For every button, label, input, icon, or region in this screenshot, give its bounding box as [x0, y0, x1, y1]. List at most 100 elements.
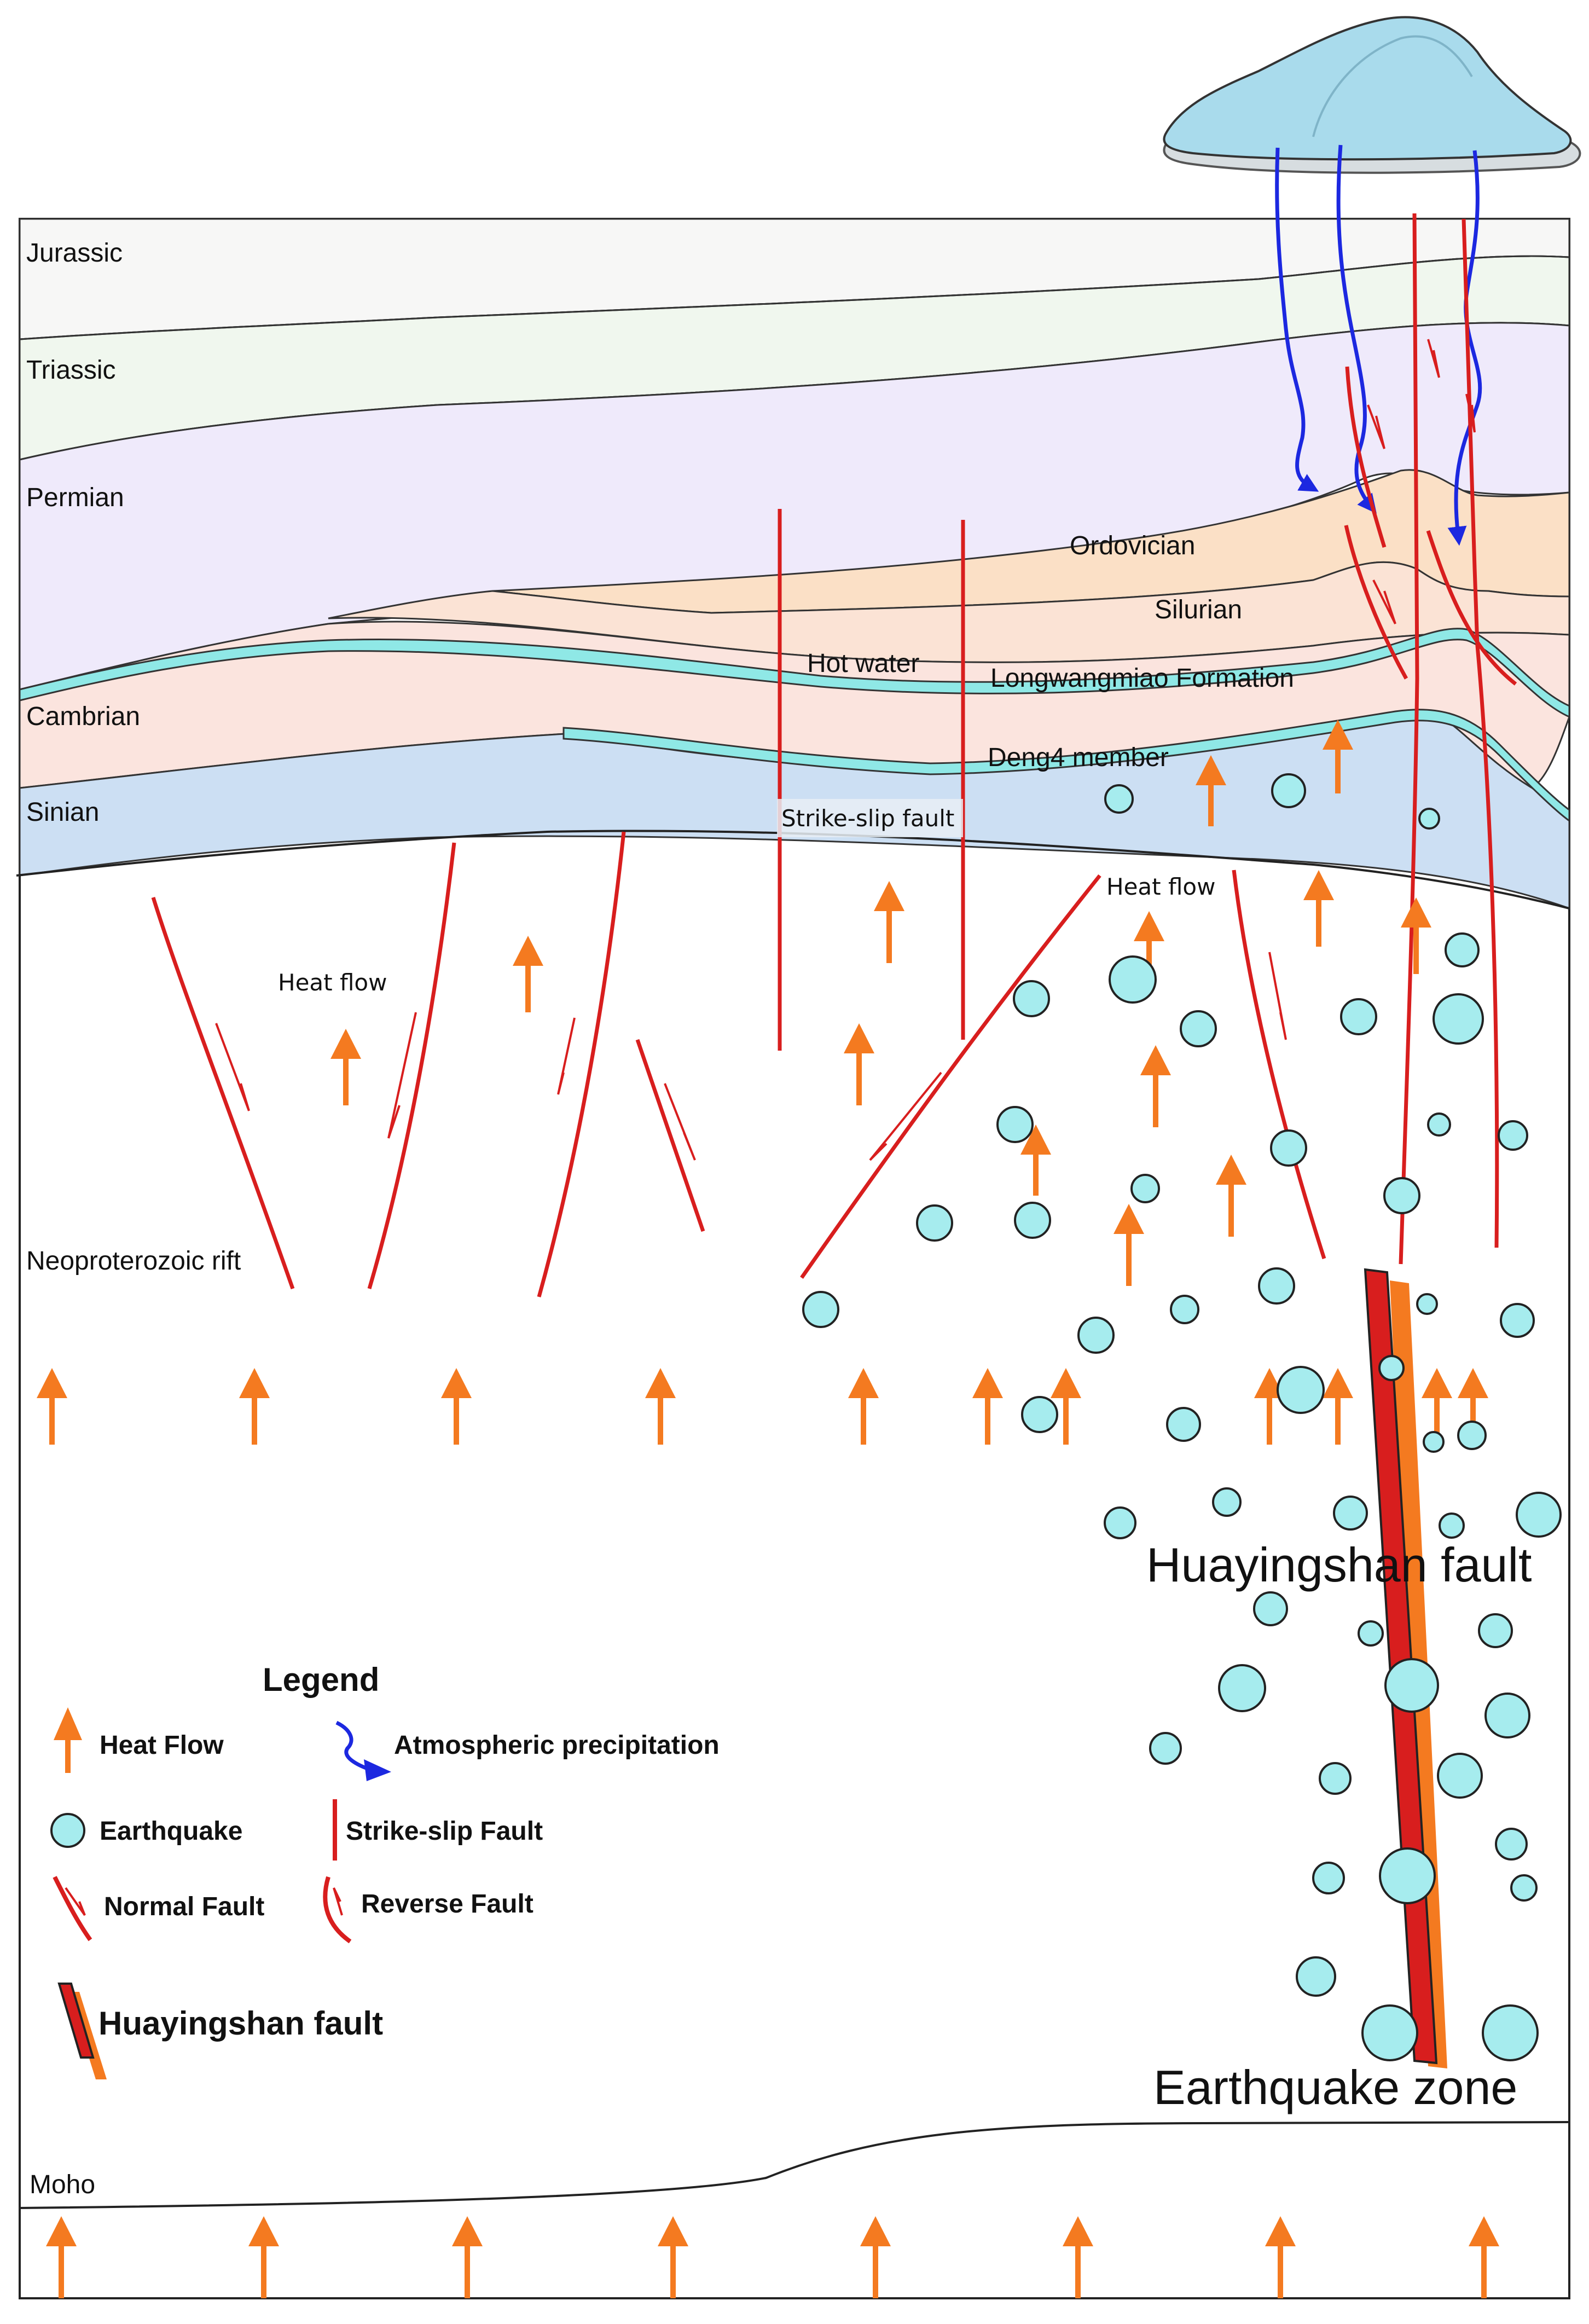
heat-flow-arrow	[1140, 1045, 1171, 1127]
heat-flow-arrows	[37, 720, 1499, 2298]
heat-flow-arrow	[37, 1368, 67, 1445]
earthquake-circle	[1433, 993, 1484, 1045]
earthquake-circle	[1104, 784, 1134, 814]
earthquake-circle	[916, 1204, 953, 1242]
legend: Legend Heat Flow Atmospheric precipitati…	[50, 1661, 720, 2079]
earthquake-circle	[1149, 1732, 1182, 1765]
longwangmiao-band	[19, 628, 1570, 718]
heat-flow-arrow	[1196, 755, 1226, 826]
label-cambrian: Cambrian	[26, 702, 140, 731]
legend-earthquake-label: Earthquake	[100, 1817, 242, 1846]
earthquake-circle	[1013, 980, 1050, 1017]
earthquake-circle	[1439, 1512, 1465, 1539]
earthquake-circle	[1457, 1421, 1487, 1450]
legend-precipitation-label: Atmospheric precipitation	[394, 1731, 720, 1760]
strike-slip-fault-line	[1399, 213, 1419, 1265]
earthquake-circles	[802, 773, 1562, 2061]
label-heat-flow-left: Heat flow	[278, 969, 387, 996]
legend-heat-flow-label: Heat Flow	[100, 1731, 224, 1760]
heat-flow-arrow	[1020, 1125, 1051, 1196]
label-jurassic: Jurassic	[26, 239, 123, 268]
earthquake-circle	[1358, 1620, 1384, 1647]
label-deng4: Deng4 member	[988, 743, 1169, 772]
earthquake-circle	[1384, 1658, 1439, 1713]
heat-flow-arrow	[46, 2216, 77, 2298]
label-strike-slip-fault: Strike-slip fault	[781, 805, 954, 832]
heat-flow-arrow	[848, 1368, 879, 1445]
heat-flow-arrow	[874, 881, 904, 963]
normal-fault-line	[151, 896, 295, 1290]
deng4-band	[562, 709, 1570, 822]
earthquake-circle	[1014, 1202, 1051, 1239]
heat-flow-arrow	[1303, 870, 1334, 947]
earthquake-circle	[1437, 1753, 1483, 1799]
earthquake-circle	[1180, 1010, 1217, 1047]
heat-flow-arrow	[441, 1368, 472, 1445]
normal-fault-slip-marks	[215, 952, 1287, 1161]
legend-precipitation-icon	[335, 1720, 391, 1781]
precipitation-arrow	[1336, 144, 1377, 514]
earthquake-circle	[1379, 1847, 1436, 1904]
label-earthquake-zone: Earthquake zone	[1153, 2060, 1517, 2114]
strike-slip-fault-line	[1426, 530, 1517, 686]
label-heat-flow-right: Heat flow	[1106, 873, 1215, 900]
heat-flow-arrow	[1401, 897, 1431, 974]
legend-huayingshan-label: Huayingshan fault	[98, 2005, 383, 2042]
heat-flow-arrow	[1114, 1204, 1144, 1286]
earthquake-circle	[1218, 1664, 1266, 1712]
legend-strike-slip-label: Strike-slip Fault	[346, 1817, 543, 1846]
earthquake-circle	[1416, 1293, 1438, 1315]
normal-fault-line	[537, 831, 626, 1297]
earthquake-circle	[1510, 1874, 1538, 1902]
label-huayingshan-fault: Huayingshan fault	[1146, 1538, 1532, 1592]
earthquake-circle	[1500, 1303, 1535, 1338]
heat-flow-arrow	[248, 2216, 279, 2298]
heat-flow-arrow	[1216, 1155, 1246, 1237]
earthquake-circle	[1212, 1487, 1242, 1517]
heat-flow-arrow	[1323, 1368, 1353, 1445]
heat-flow-arrow	[844, 1023, 874, 1105]
cloud-icon	[1163, 16, 1581, 174]
legend-title: Legend	[263, 1661, 379, 1698]
label-ordovician: Ordovician	[1070, 531, 1195, 560]
earthquake-circle	[1478, 1613, 1513, 1648]
earthquake-circle	[1021, 1396, 1058, 1433]
earthquake-circle	[802, 1291, 839, 1328]
heat-flow-arrow	[972, 1368, 1003, 1445]
earthquake-circle	[996, 1106, 1034, 1143]
label-triassic: Triassic	[26, 356, 116, 385]
earthquake-circle	[1296, 1956, 1336, 1997]
earthquake-circle	[1423, 1431, 1445, 1453]
earthquake-circle	[1270, 1129, 1307, 1167]
precipitation-arrow	[1447, 150, 1482, 546]
earthquake-circle	[1130, 1174, 1160, 1203]
label-permian: Permian	[26, 483, 124, 512]
earthquake-circle	[1484, 1693, 1530, 1738]
earthquake-circle	[1340, 998, 1377, 1035]
heat-flow-arrow	[239, 1368, 270, 1445]
reverse-fault-marks	[1367, 339, 1476, 624]
earthquake-circle	[1166, 1407, 1201, 1442]
legend-huayingshan-icon	[57, 1983, 107, 2079]
earthquake-circle	[1109, 955, 1157, 1004]
legend-normal-fault-icon	[53, 1876, 92, 1942]
normal-fault-line	[367, 842, 456, 1289]
normal-fault-line	[1232, 870, 1326, 1260]
heat-flow-arrow	[645, 1368, 676, 1445]
strike-slip-fault-line	[1345, 366, 1387, 548]
label-neoproterozoic-rift: Neoproterozoic rift	[26, 1247, 241, 1276]
legend-reverse-fault-label: Reverse Fault	[361, 1890, 533, 1919]
legend-earthquake-icon	[50, 1813, 85, 1848]
heat-flow-arrow	[1051, 1368, 1081, 1445]
heat-flow-arrow	[1469, 2216, 1499, 2298]
precipitation-arrow	[1275, 147, 1319, 492]
legend-heat-flow-icon	[54, 1707, 82, 1773]
normal-faults	[151, 831, 1326, 1297]
earthquake-circle	[1361, 2004, 1418, 2061]
heat-flow-arrow	[1265, 2216, 1296, 2298]
earthquake-circle	[1333, 1496, 1368, 1531]
earthquake-circle	[1445, 932, 1480, 967]
earthquake-circle	[1104, 1506, 1136, 1539]
legend-normal-fault-label: Normal Fault	[104, 1892, 264, 1921]
normal-fault-line	[635, 1039, 705, 1232]
